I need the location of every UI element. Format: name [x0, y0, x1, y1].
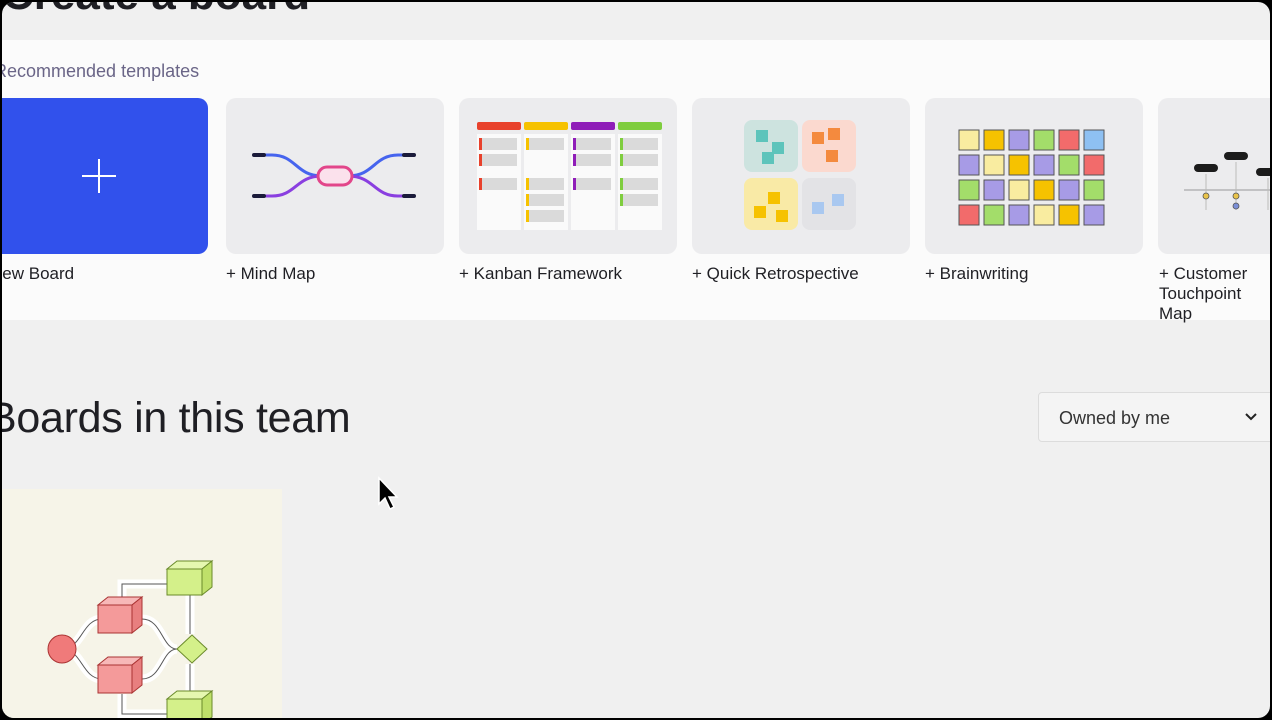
customer-touchpoint-preview [1184, 152, 1270, 210]
owner-filter-value: Owned by me [1059, 408, 1171, 428]
kanban-preview [477, 122, 662, 230]
new-board-label[interactable]: New Board [2, 264, 75, 283]
owner-filter-select[interactable]: Owned by me [1038, 392, 1270, 442]
templates-heading: Recommended templates [2, 61, 200, 81]
plus-icon [82, 159, 116, 193]
mind-map-preview [252, 153, 416, 198]
brainwriting-label[interactable]: + Brainwriting [925, 264, 1029, 283]
cursor-icon [378, 476, 399, 511]
mind-map-label[interactable]: + Mind Map [226, 264, 316, 283]
brainwriting-card[interactable] [925, 98, 1143, 254]
new-board-card[interactable] [2, 98, 208, 254]
mind-map-card[interactable] [226, 98, 444, 254]
brainwriting-preview [958, 129, 1105, 226]
templates-section: Recommended templates New Board + Mind M… [2, 40, 1270, 323]
boards-heading: Boards in this team [2, 394, 351, 442]
kanban-label[interactable]: + Kanban Framework [459, 264, 622, 283]
customer-touchpoint-label[interactable]: + Customer Touchpoint Map [1159, 264, 1248, 323]
retrospective-card[interactable] [692, 98, 910, 254]
customer-touchpoint-card[interactable] [1158, 98, 1270, 254]
chevron-down-icon [1245, 413, 1257, 421]
page-title: Create a board [2, 2, 310, 19]
retrospective-preview [744, 120, 856, 230]
kanban-card[interactable] [459, 98, 677, 254]
retrospective-label[interactable]: + Quick Retrospective [692, 264, 859, 283]
flowchart-preview [47, 559, 214, 718]
board-thumbnail[interactable] [2, 489, 282, 718]
